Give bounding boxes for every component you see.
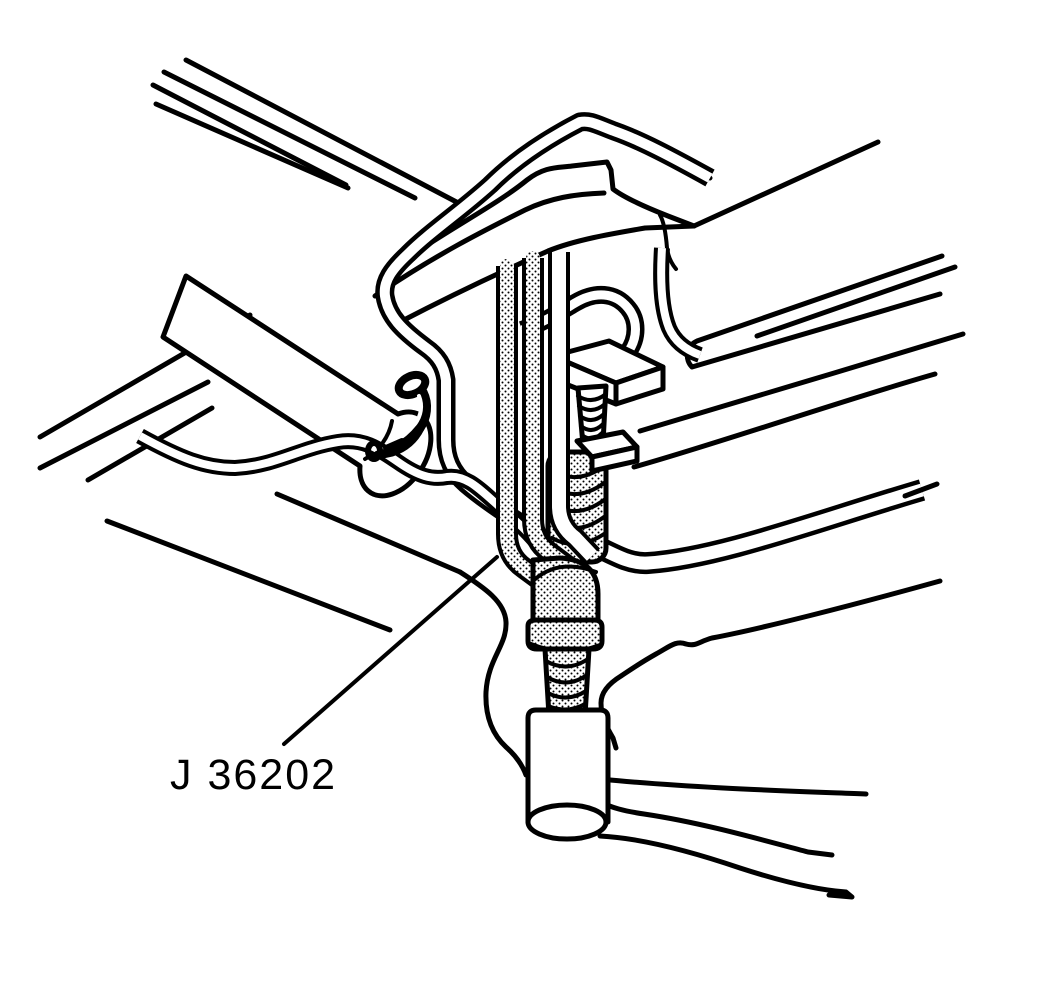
floor-seam-right [598, 578, 943, 751]
part-label: J 36202 [170, 751, 337, 799]
body-seam [532, 564, 598, 582]
leader-line [282, 555, 499, 746]
tunnel-contour [457, 569, 529, 778]
housing-bottom-rim [525, 802, 609, 842]
hump-curl [658, 213, 678, 271]
vent-hose [653, 247, 703, 363]
fuel-pipe-rear [595, 776, 869, 900]
tool-body [525, 555, 605, 654]
floor-rib [637, 331, 966, 434]
line-clamp [365, 370, 432, 462]
frame-rail-upper-left [150, 57, 469, 210]
floor-rib [631, 371, 938, 470]
fuel-line-upper [375, 112, 715, 533]
floor-slot [631, 253, 966, 470]
quick-connect-housing [525, 707, 611, 842]
tool-j36202-bars [496, 251, 600, 591]
fuel-line-right [591, 479, 940, 575]
bracket-right-face [613, 364, 666, 407]
connector-corrugated-lower [542, 646, 592, 719]
tool-collar [525, 617, 605, 652]
floor-seam [397, 223, 697, 325]
